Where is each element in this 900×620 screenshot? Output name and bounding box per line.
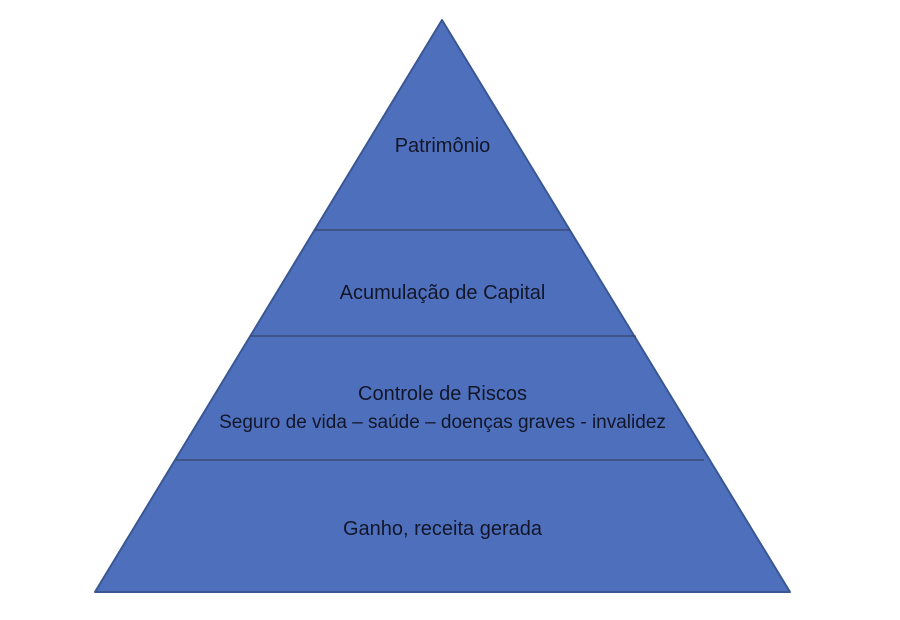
level-1-label: Patrimônio: [394, 135, 491, 157]
level-4-label: Ganho, receita gerada: [342, 518, 543, 540]
level-3-label: Controle de Riscos: [358, 383, 527, 405]
level-3-sublabel: Seguro de vida – saúde – doenças graves …: [219, 412, 666, 433]
level-2-label: Acumulação de Capital: [339, 282, 546, 304]
pyramid-shape: [94, 19, 791, 593]
